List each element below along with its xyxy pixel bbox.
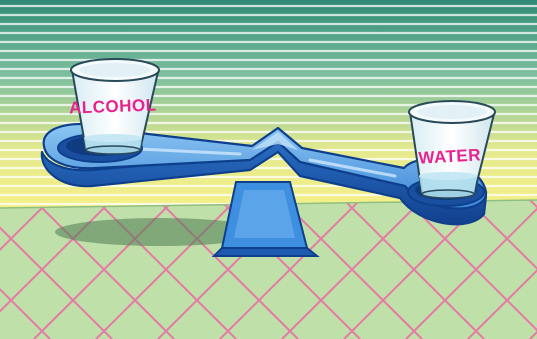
alcohol-label: ALCOHOL [69,95,157,117]
water-label: WATER [418,145,482,167]
